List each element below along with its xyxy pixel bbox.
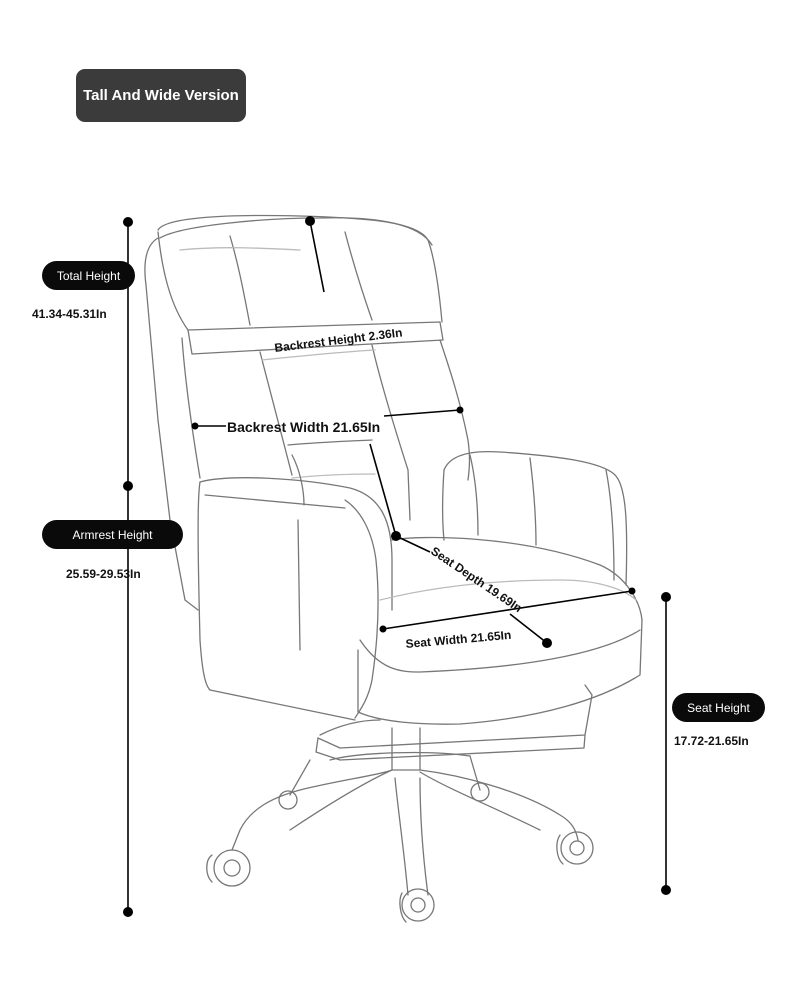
seat-width-line: [382, 590, 633, 630]
backrest-width-line-right: [383, 409, 461, 417]
seat-depth-line-lower: [395, 535, 431, 553]
armrest-height-pill: Armrest Height: [42, 520, 183, 549]
seat-height-bottom-dot: [661, 885, 671, 895]
total-height-bottom-dot: [123, 907, 133, 917]
seat-width-left-dot: [379, 625, 387, 633]
dimension-dots: [123, 216, 671, 917]
seat-depth-top-dot: [391, 531, 401, 541]
seat-depth-bottom-dot: [542, 638, 552, 648]
seat-height-range: 17.72-21.65In: [674, 734, 749, 748]
seat-depth-label: Seat Depth 19.69In: [428, 544, 524, 615]
backrest-width-left-dot: [191, 422, 199, 430]
seat-depth-line-end: [509, 613, 548, 644]
dimension-lines: [127, 220, 667, 912]
backrest-width-label: Backrest Width 21.65In: [227, 419, 380, 435]
backrest-width-right-dot: [456, 406, 464, 414]
total-height-top-dot: [123, 217, 133, 227]
seat-height-top-dot: [661, 592, 671, 602]
seat-depth-line: [369, 443, 397, 537]
seat-height-pill: Seat Height: [672, 693, 765, 722]
version-badge: Tall And Wide Version: [76, 69, 246, 122]
seat-width-label: Seat Width 21.65In: [405, 628, 512, 651]
armrest-height-dot: [123, 481, 133, 491]
backrest-height-line: [309, 220, 325, 293]
armrest-height-range: 25.59-29.53In: [66, 567, 141, 581]
total-height-pill: Total Height: [42, 261, 135, 290]
chair-illustration: [144, 214, 643, 923]
seat-width-right-dot: [628, 587, 636, 595]
backrest-height-label: Backrest Height 2.36In: [274, 325, 403, 355]
total-height-range: 41.34-45.31In: [32, 307, 107, 321]
backrest-height-top-dot: [305, 216, 315, 226]
